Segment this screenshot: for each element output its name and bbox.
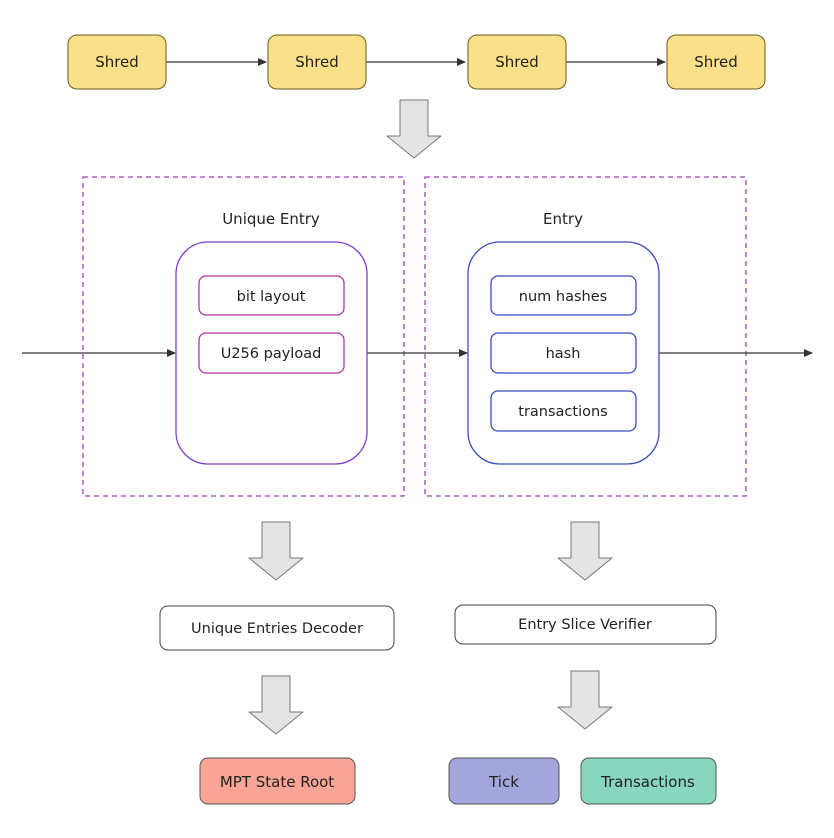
- field-label: U256 payload: [221, 346, 322, 362]
- flow-arrow-decoder-to-state-root: [248, 675, 304, 735]
- output-label: Transactions: [600, 773, 695, 791]
- entry-title: Entry: [543, 210, 583, 228]
- unique-entry-container: [82, 176, 405, 497]
- output-label: Tick: [488, 773, 519, 791]
- shred-label: Shred: [495, 53, 539, 71]
- shred-node-1: Shred: [67, 34, 167, 90]
- output-transactions: Transactions: [580, 757, 717, 805]
- output-label: MPT State Root: [220, 773, 334, 791]
- processor-label: Entry Slice Verifier: [518, 617, 652, 633]
- unique-entries-decoder: Unique Entries Decoder: [159, 605, 395, 651]
- flow-arrow-shreds-to-entries: [386, 99, 442, 159]
- flow-arrow-verifier-to-outputs: [557, 670, 613, 730]
- unique-entry-title: Unique Entry: [222, 210, 320, 228]
- shred-label: Shred: [694, 53, 738, 71]
- field-label: hash: [546, 346, 581, 362]
- shred-node-4: Shred: [666, 34, 766, 90]
- entry-field-transactions: transactions: [490, 390, 637, 432]
- field-label: num hashes: [519, 289, 607, 305]
- shred-label: Shred: [95, 53, 139, 71]
- processor-label: Unique Entries Decoder: [191, 621, 363, 637]
- field-label: transactions: [518, 404, 607, 420]
- shred-node-2: Shred: [267, 34, 367, 90]
- entry-field-hash: hash: [490, 332, 637, 374]
- output-mpt-state-root: MPT State Root: [199, 757, 356, 805]
- shred-label: Shred: [295, 53, 339, 71]
- flow-arrow-unique-entry-to-decoder: [248, 521, 304, 581]
- output-tick: Tick: [448, 757, 560, 805]
- entry-slice-verifier: Entry Slice Verifier: [454, 604, 717, 645]
- entry-field-num-hashes: num hashes: [490, 275, 637, 316]
- unique-entry-field-bit-layout: bit layout: [198, 275, 345, 316]
- shred-node-3: Shred: [467, 34, 567, 90]
- unique-entry-field-u256-payload: U256 payload: [198, 332, 345, 374]
- flow-arrow-entry-to-verifier: [557, 521, 613, 581]
- entry-container: [424, 176, 747, 497]
- field-label: bit layout: [237, 289, 306, 305]
